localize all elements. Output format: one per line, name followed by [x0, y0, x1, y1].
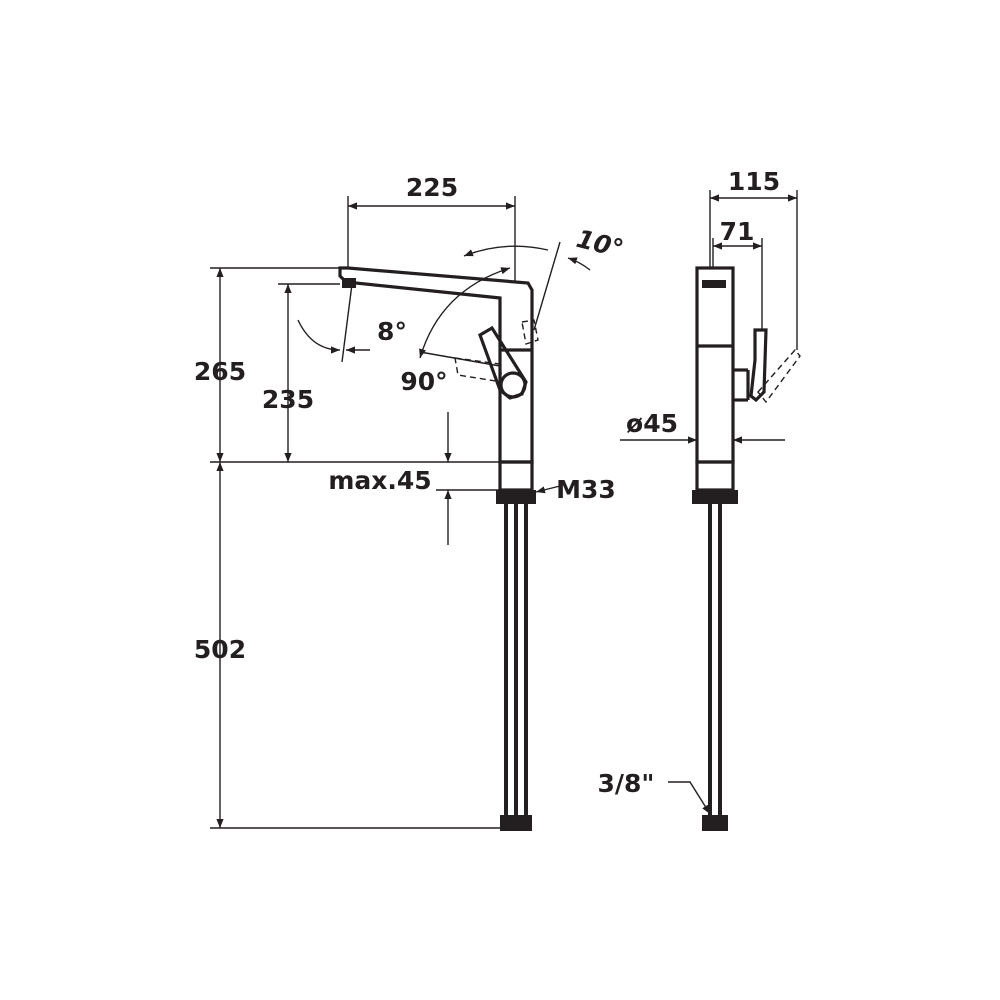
lever-tilt-label: 10°: [574, 224, 627, 264]
side-view: 115 71 ø45 3/8": [598, 167, 801, 831]
spout-angle-label: 8°: [377, 317, 407, 346]
faucet-body: [338, 266, 534, 464]
dimension-deck-thickness: max.45: [328, 412, 500, 545]
total-height-label: 265: [194, 357, 246, 386]
outlet-height-label: 235: [262, 385, 314, 414]
lever-ghost-positions: [454, 319, 539, 383]
deck-thickness-label: max.45: [328, 466, 431, 495]
dimension-overall-depth: 115: [709, 167, 798, 350]
dimension-spout-reach: 225: [347, 173, 516, 283]
dimension-thread: M33: [535, 475, 616, 504]
dimension-lever-rotation: 90°: [400, 267, 511, 396]
lever-depth-label: 71: [720, 217, 755, 246]
hose-length-label: 502: [194, 635, 246, 664]
thread-label: M33: [556, 475, 616, 504]
spout-reach-label: 225: [406, 173, 458, 202]
dimension-hose-connection: 3/8": [598, 769, 711, 815]
overall-depth-label: 115: [728, 167, 780, 196]
side-hose: [702, 504, 728, 831]
hose-connection-label: 3/8": [598, 769, 655, 798]
dimension-spout-angle: 8°: [297, 283, 407, 363]
dimension-body-diameter: ø45: [620, 409, 785, 444]
front-view: 225 265 235 8° 10° 9: [194, 173, 627, 831]
faucet-base: [496, 460, 536, 504]
lever-rotation-label: 90°: [400, 367, 447, 396]
body-diameter-label: ø45: [626, 409, 678, 438]
dimension-outlet-height: 235: [262, 284, 314, 462]
dimension-hose-length: 502: [194, 462, 246, 828]
supply-hoses: [500, 504, 532, 831]
side-body: [695, 266, 750, 464]
dimension-total-height: 265: [194, 268, 246, 462]
side-base: [692, 460, 738, 504]
dimension-lever-depth: 71: [712, 217, 763, 330]
side-lever: [749, 328, 801, 404]
